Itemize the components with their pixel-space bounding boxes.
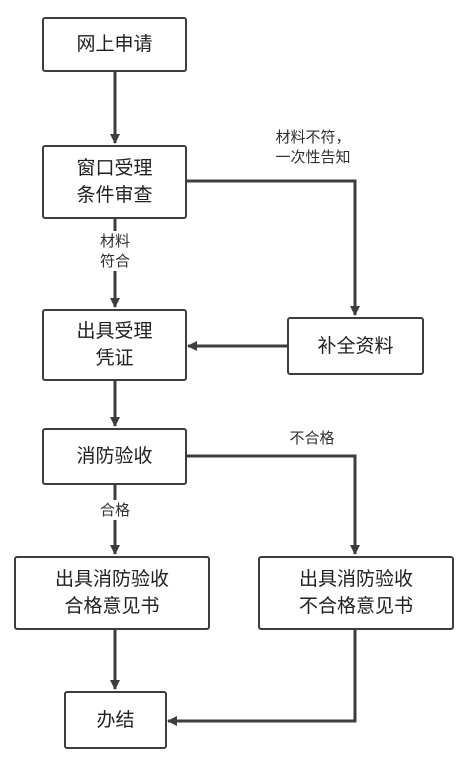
node-supplement-materials: 补全资料: [287, 317, 424, 375]
arrow-inspection-to-fail-opinion: [186, 454, 360, 555]
node-fail-opinion: 出具消防验收 不合格意见书: [258, 556, 454, 630]
label-failed: 不合格: [289, 429, 335, 447]
label-passed: 合格: [88, 500, 142, 520]
node-pass-opinion: 出具消防验收 合格意见书: [14, 556, 210, 630]
node-accept-review: 窗口受理 条件审查: [42, 145, 187, 219]
node-fire-inspection: 消防验收: [42, 428, 187, 485]
node-issue-certificate: 出具受理 凭证: [42, 309, 187, 381]
label-materials-ok: 材料 符合: [90, 231, 140, 271]
label-materials-mismatch: 材料不符， 一次性告知: [275, 128, 351, 166]
node-apply: 网上申请: [42, 17, 187, 72]
node-complete: 办结: [64, 691, 167, 749]
arrow-fail-opinion-to-complete: [167, 630, 357, 726]
arrow-accept-to-supplement: [186, 179, 360, 316]
